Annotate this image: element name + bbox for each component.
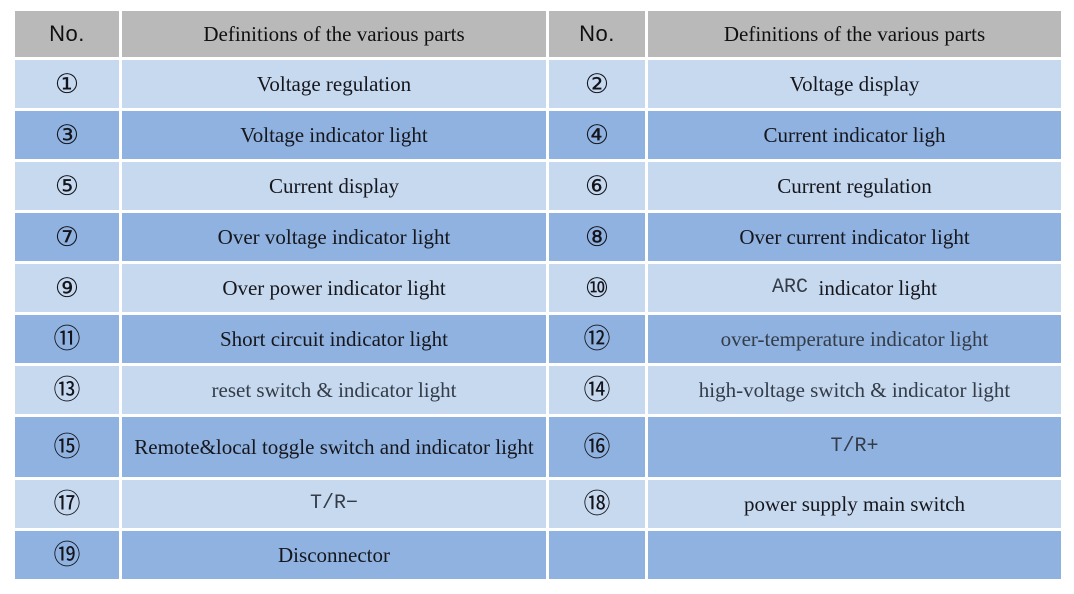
circled-number: ⑲: [53, 539, 81, 571]
no-cell: [549, 531, 645, 579]
definition-cell: Over power indicator light: [122, 264, 546, 312]
definition-text: ARC: [772, 276, 809, 300]
definition-text: Current indicator ligh: [763, 122, 946, 147]
definition-text: Current display: [268, 173, 400, 198]
circled-number: ③: [54, 119, 80, 151]
no-cell: ⑨: [15, 264, 119, 312]
definition-cell: Voltage regulation: [122, 60, 546, 108]
no-cell: ⑥: [549, 162, 645, 210]
definition-text: Voltage indicator light: [240, 122, 428, 147]
circled-number: ⑬: [53, 374, 81, 406]
definition-cell: Voltage indicator light: [122, 111, 546, 159]
circled-number: ②: [584, 68, 610, 100]
no-cell: ④: [549, 111, 645, 159]
no-cell: ⑬: [15, 366, 119, 414]
no-cell: ⑰: [15, 480, 119, 528]
header-def-left: Definitions of the various parts: [122, 11, 546, 57]
circled-number: ⑩: [584, 272, 610, 304]
definition-text: Disconnector: [278, 542, 390, 567]
header-no-right: No.: [549, 11, 645, 57]
header-no-left: No.: [15, 11, 119, 57]
parts-definition-table: No. Definitions of the various parts No.…: [15, 11, 1061, 579]
definition-cell: power supply main switch: [648, 480, 1061, 528]
definition-text: Voltage display: [789, 71, 920, 96]
no-cell: ⑩: [549, 264, 645, 312]
no-cell: ①: [15, 60, 119, 108]
definition-text: T/R−: [309, 492, 358, 516]
circled-number: ⑧: [584, 221, 610, 253]
definition-cell: [648, 531, 1061, 579]
definition-cell: T/R−: [122, 480, 546, 528]
definition-text: Remote&local toggle switch and indicator…: [134, 434, 534, 459]
definition-cell: high-voltage switch & indicator light: [648, 366, 1061, 414]
circled-number: ⑤: [54, 170, 80, 202]
circled-number: ⑭: [583, 374, 611, 406]
circled-number: ⑰: [53, 488, 81, 520]
definition-cell: over-temperature indicator light: [648, 315, 1061, 363]
definition-text: reset switch & indicator light: [211, 377, 457, 402]
definition-cell: Over voltage indicator light: [122, 213, 546, 261]
definition-text: Over voltage indicator light: [217, 224, 451, 249]
circled-number: ⑮: [53, 431, 81, 463]
definition-text: Over current indicator light: [739, 224, 970, 249]
definition-cell: Remote&local toggle switch and indicator…: [122, 417, 546, 477]
definition-cell: Disconnector: [122, 531, 546, 579]
no-cell: ③: [15, 111, 119, 159]
no-cell: ⑦: [15, 213, 119, 261]
definition-text: power supply main switch: [743, 491, 966, 516]
definition-cell: Short circuit indicator light: [122, 315, 546, 363]
no-cell: ⑧: [549, 213, 645, 261]
circled-number: ⑥: [584, 170, 610, 202]
definition-cell: Voltage display: [648, 60, 1061, 108]
definition-cell: T/R+: [648, 417, 1061, 477]
definition-text: Short circuit indicator light: [219, 326, 449, 351]
circled-number: ⑯: [583, 431, 611, 463]
no-cell: ⑤: [15, 162, 119, 210]
definition-cell: Over current indicator light: [648, 213, 1061, 261]
definition-text: Current regulation: [777, 173, 932, 198]
no-cell: ②: [549, 60, 645, 108]
definition-text: Over power indicator light: [222, 275, 446, 300]
definition-cell: Current indicator ligh: [648, 111, 1061, 159]
no-cell: ⑯: [549, 417, 645, 477]
definition-text: Voltage regulation: [256, 71, 412, 96]
no-cell: ⑭: [549, 366, 645, 414]
circled-number: ①: [54, 68, 80, 100]
definition-cell: ARC indicator light: [648, 264, 1061, 312]
no-cell: ⑪: [15, 315, 119, 363]
definition-text: indicator light: [808, 275, 937, 300]
circled-number: ④: [584, 119, 610, 151]
definition-text: high-voltage switch & indicator light: [698, 377, 1011, 402]
no-cell: ⑮: [15, 417, 119, 477]
circled-number: ⑦: [54, 221, 80, 253]
circled-number: ⑱: [583, 488, 611, 520]
circled-number: ⑪: [53, 323, 81, 355]
no-cell: ⑫: [549, 315, 645, 363]
definition-text: T/R+: [830, 435, 879, 459]
circled-number: ⑫: [583, 323, 611, 355]
no-cell: ⑲: [15, 531, 119, 579]
definition-cell: Current display: [122, 162, 546, 210]
circled-number: ⑨: [54, 272, 80, 304]
header-def-right: Definitions of the various parts: [648, 11, 1061, 57]
definition-cell: reset switch & indicator light: [122, 366, 546, 414]
no-cell: ⑱: [549, 480, 645, 528]
definition-cell: Current regulation: [648, 162, 1061, 210]
definition-text: over-temperature indicator light: [720, 326, 989, 351]
